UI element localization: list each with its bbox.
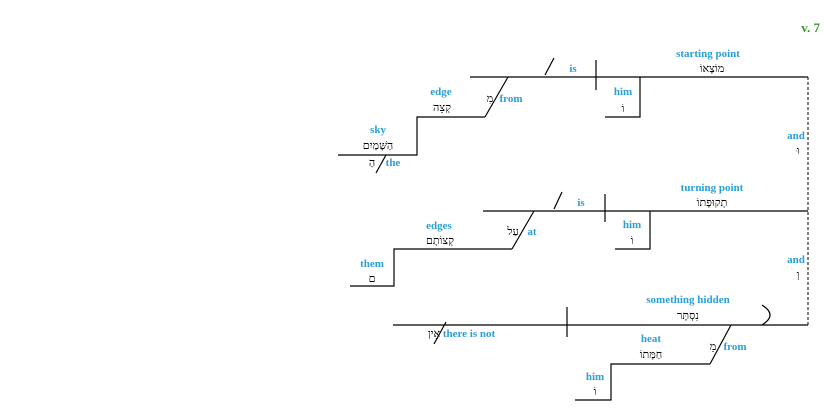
- hebrew-at: עַל: [506, 225, 518, 238]
- clause-1-prep-object-line: [338, 116, 485, 156]
- gloss-there-is-not: there is not: [443, 328, 496, 340]
- hebrew-them: ם: [369, 272, 376, 285]
- gloss-edge: edge: [430, 86, 452, 98]
- gloss-from-1: from: [499, 93, 522, 105]
- clause-2-prep-object-line: [350, 248, 512, 287]
- gloss-him-1: him: [614, 86, 632, 98]
- hebrew-and-2: וְ: [797, 268, 800, 281]
- gloss-starting-point: starting point: [676, 48, 740, 60]
- clause-3-bracket: [761, 304, 771, 326]
- hebrew-turning-point: תְקוּפָתוֹ: [697, 196, 728, 209]
- clause-2: [350, 191, 808, 287]
- clause-1-possessive-line: [605, 77, 641, 118]
- hebrew-edge: קְצֵה: [433, 101, 451, 114]
- gloss-at: at: [527, 226, 537, 238]
- clause-2-copula-divider: [553, 191, 563, 210]
- gloss-them: them: [360, 258, 384, 270]
- gloss-the: the: [386, 157, 401, 169]
- hebrew-sky: הַשָּׁמַיִם: [363, 139, 393, 152]
- clause-2-prep-slant: [511, 210, 535, 250]
- hebrew-there-is-not: אֵין: [428, 327, 441, 340]
- hebrew-the: הַ: [369, 156, 375, 169]
- clause-3: [393, 304, 808, 401]
- hebrew-him-3: וֹ: [594, 385, 597, 398]
- clause-1-copula-divider: [544, 57, 555, 76]
- hebrew-and-1: וּ: [796, 144, 800, 157]
- clause-1-prep-slant: [484, 76, 509, 118]
- verse-number: v. 7: [801, 20, 820, 35]
- hebrew-from-1: מִ: [487, 92, 494, 105]
- gloss-him-3: him: [586, 371, 604, 383]
- gloss-turning-point: turning point: [681, 182, 744, 194]
- clause-1: [338, 57, 808, 174]
- gloss-is-2: is: [577, 197, 585, 209]
- clause-3-negation-slant: [433, 321, 447, 345]
- gloss-something-hidden: something hidden: [646, 294, 729, 306]
- hebrew-heat: חַמָּתוֹ: [640, 348, 663, 361]
- hebrew-edges: קְצוֹתָם: [426, 234, 454, 247]
- clause-2-possessive-line: [615, 211, 651, 250]
- gloss-from-2: from: [723, 341, 746, 353]
- clause-1-article-slant: [375, 154, 387, 174]
- gloss-is-1: is: [569, 63, 577, 75]
- gloss-sky: sky: [370, 124, 386, 136]
- clause-3-prep-object-line: [575, 363, 710, 401]
- clause-3-prep-slant: [709, 324, 732, 365]
- gloss-him-2: him: [623, 219, 641, 231]
- gloss-edges: edges: [426, 220, 452, 232]
- hebrew-starting-point: מוֹצָאוֹ: [700, 62, 725, 75]
- hebrew-him-1: וֹ: [622, 102, 625, 115]
- hebrew-from-2: מֵ: [710, 340, 717, 353]
- hebrew-something-hidden: נִסְתָּר: [677, 309, 699, 322]
- gloss-heat: heat: [641, 333, 662, 345]
- gloss-and-2: and: [787, 254, 805, 266]
- hebrew-him-2: וֹ: [631, 234, 634, 247]
- gloss-and-1: and: [787, 130, 805, 142]
